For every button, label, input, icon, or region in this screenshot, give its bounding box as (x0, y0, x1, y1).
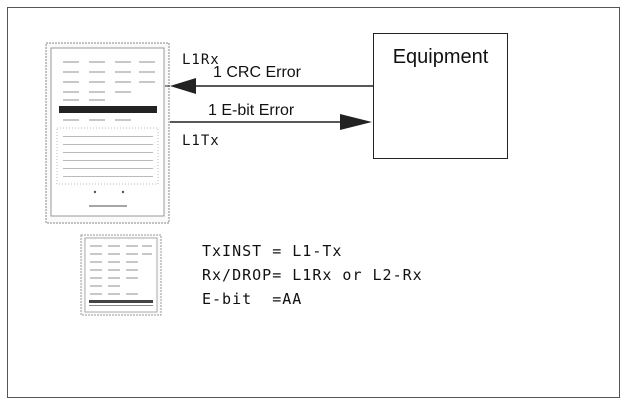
setting-rx-drop: Rx/DROP= L1Rx or L2-Rx (202, 266, 423, 284)
setting-e-bit: E-bit =AA (202, 290, 302, 308)
e-bit-error-label: 1 E-bit Error (208, 102, 294, 120)
crc-error-label: 1 CRC Error (213, 64, 301, 82)
equipment-box: Equipment (373, 33, 508, 159)
setting-tx-inst: TxINST = L1-Tx (202, 242, 342, 260)
rx-arrowhead-icon (170, 78, 196, 94)
tx-arrowhead-icon (340, 114, 372, 130)
tx-port-label: L1Tx (182, 133, 220, 149)
equipment-label: Equipment (374, 46, 507, 69)
